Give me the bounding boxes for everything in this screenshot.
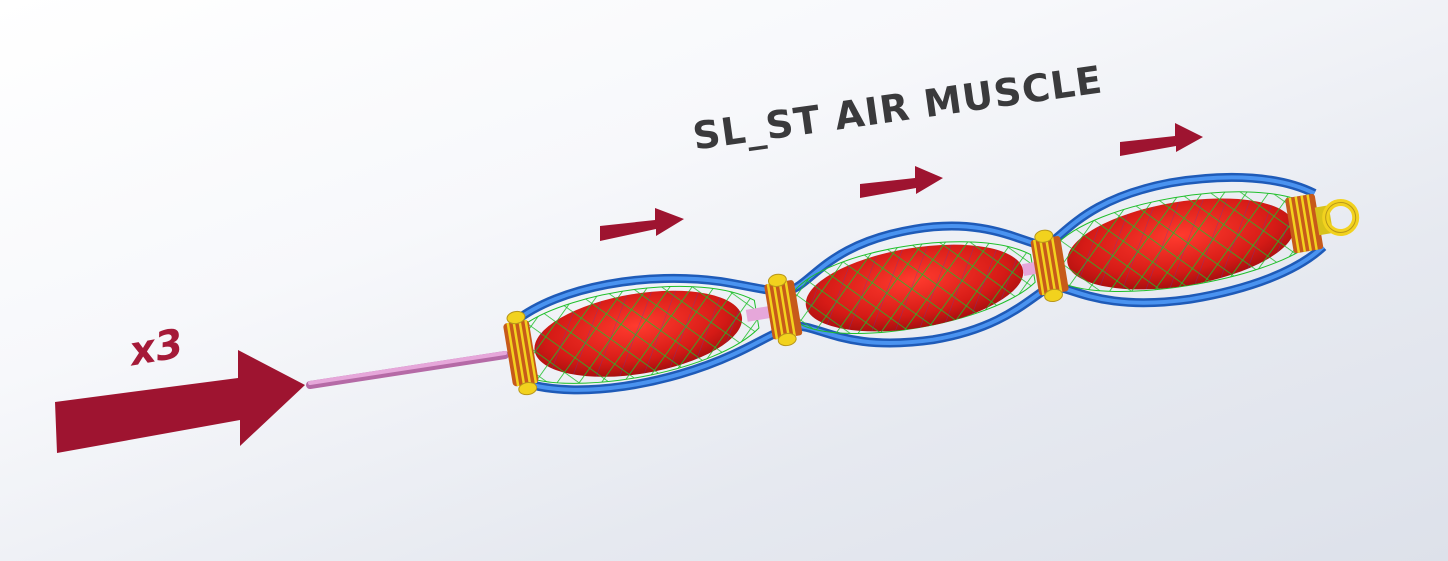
- bladder-2: [805, 244, 1024, 332]
- multiplier-label: x3: [126, 320, 187, 376]
- end-cap-right: [1285, 193, 1360, 254]
- air-muscle-icon: [503, 172, 1360, 396]
- ring-2: [1030, 229, 1069, 303]
- large-arrow-icon: [55, 350, 305, 453]
- piston-rod: [306, 351, 509, 389]
- bladder-3: [1067, 198, 1295, 290]
- small-arrow-2-icon: [860, 166, 943, 198]
- ring-1: [764, 273, 803, 347]
- small-arrow-3-icon: [1120, 123, 1203, 156]
- small-arrow-1-icon: [600, 208, 684, 241]
- end-cap-left: [503, 310, 539, 396]
- bladder-1: [534, 290, 743, 377]
